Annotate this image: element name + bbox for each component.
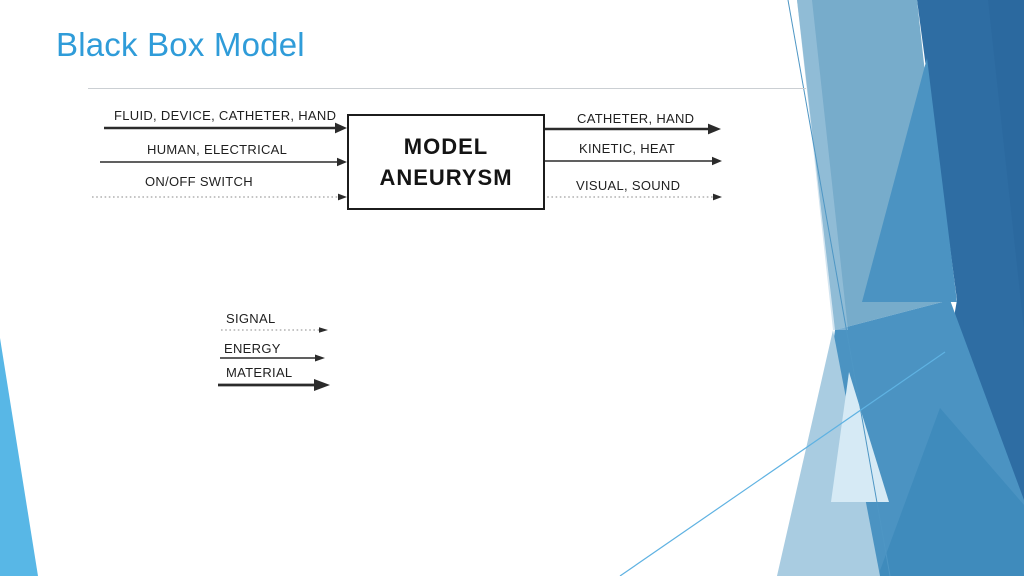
- deco-left-sky-wedge: [0, 338, 38, 576]
- legend-arrowhead-energy: [315, 354, 325, 362]
- deco-darker-right-accent: [988, 0, 1024, 330]
- slide-title: Black Box Model: [56, 26, 305, 63]
- deco-medium-bottom-right: [878, 408, 1024, 576]
- input-arrowhead-signal: [338, 193, 347, 201]
- deco-light-top-band: [797, 0, 950, 330]
- legend-label-energy: ENERGY: [224, 341, 281, 356]
- model-box-line2: ANEURYSM: [379, 165, 513, 190]
- model-box-line1: MODEL: [403, 134, 489, 159]
- legend-label-material: MATERIAL: [226, 365, 293, 380]
- model-box: MODEL ANEURYSM: [347, 114, 545, 210]
- output-label-kinetic-heat: KINETIC, HEAT: [579, 141, 676, 156]
- legend-label-signal: SIGNAL: [226, 311, 276, 326]
- legend-arrowhead-signal: [319, 327, 328, 333]
- input-arrowhead-material: [335, 122, 347, 134]
- output-label-visual-sound: VISUAL, SOUND: [576, 178, 681, 193]
- legend-arrowhead-material: [314, 379, 330, 391]
- input-label-human-electrical: HUMAN, ELECTRICAL: [147, 142, 288, 157]
- output-arrowhead-signal: [713, 193, 722, 201]
- deco-pale-triangle: [777, 330, 880, 576]
- deco-medium-lower-mass: [800, 300, 1024, 576]
- input-label-on-off-switch: ON/OFF SWITCH: [145, 174, 253, 189]
- deco-dark-right-panel: [917, 0, 1024, 505]
- deco-hairline: [787, 0, 891, 576]
- deco-verypale-triangle: [831, 372, 889, 502]
- output-label-catheter-hand: CATHETER, HAND: [577, 111, 695, 126]
- deco-sky-diagonal-line: [619, 351, 946, 576]
- input-label-fluid-device-catheter-hand: FLUID, DEVICE, CATHETER, HAND: [114, 108, 337, 123]
- output-arrowhead-material: [708, 123, 721, 135]
- title-separator: [88, 88, 806, 89]
- output-arrowhead-energy: [712, 156, 722, 166]
- deco-medium-wedge-top: [862, 58, 957, 302]
- input-arrowhead-energy: [337, 157, 347, 167]
- deco-pale-sliver: [797, 0, 848, 330]
